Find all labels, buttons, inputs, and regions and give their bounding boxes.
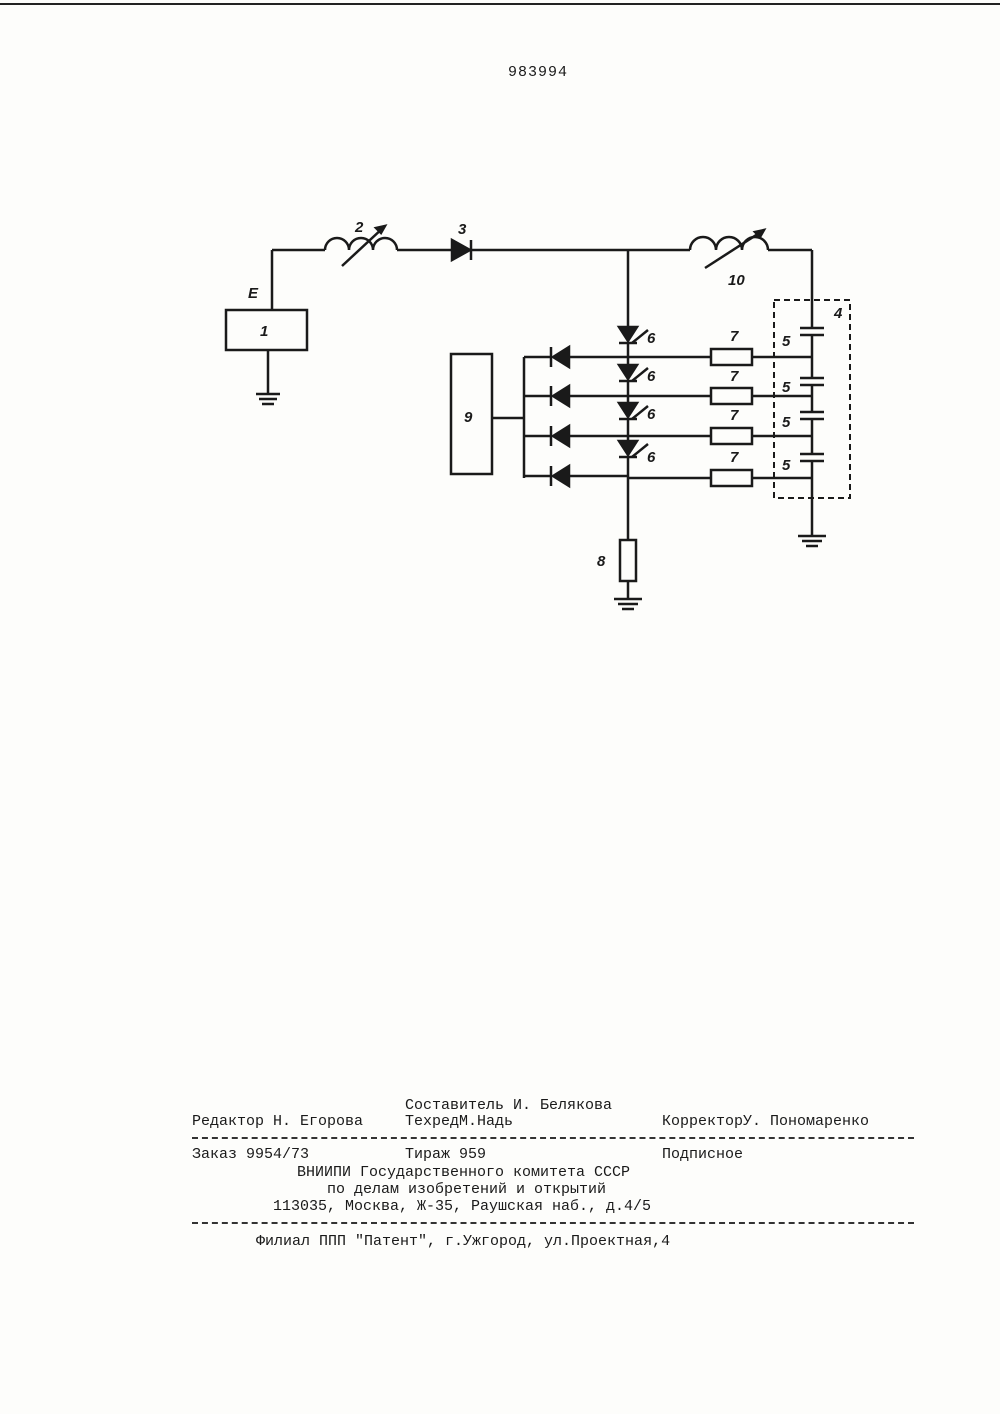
corrector-line: КорректорУ. Пономаренко [662, 1113, 869, 1130]
order-line: Заказ 9954/73 [192, 1146, 309, 1163]
divider-1 [192, 1137, 914, 1139]
divider-2 [192, 1222, 914, 1224]
org-address: 113035, Москва, Ж-35, Раушская наб., д.4… [273, 1198, 651, 1215]
compiler-line: Составитель И. Белякова [405, 1097, 612, 1114]
techred-line: ТехредМ.Надь [405, 1113, 513, 1130]
subscription-line: Подписное [662, 1146, 743, 1163]
editor-line: Редактор Н. Егорова [192, 1113, 363, 1130]
branch-line: Филиал ППП "Патент", г.Ужгород, ул.Проек… [256, 1233, 670, 1250]
org-line-2: по делам изобретений и открытий [327, 1181, 606, 1198]
org-line-1: ВНИИПИ Государственного комитета СССР [297, 1164, 630, 1181]
circulation-line: Тираж 959 [405, 1146, 486, 1163]
